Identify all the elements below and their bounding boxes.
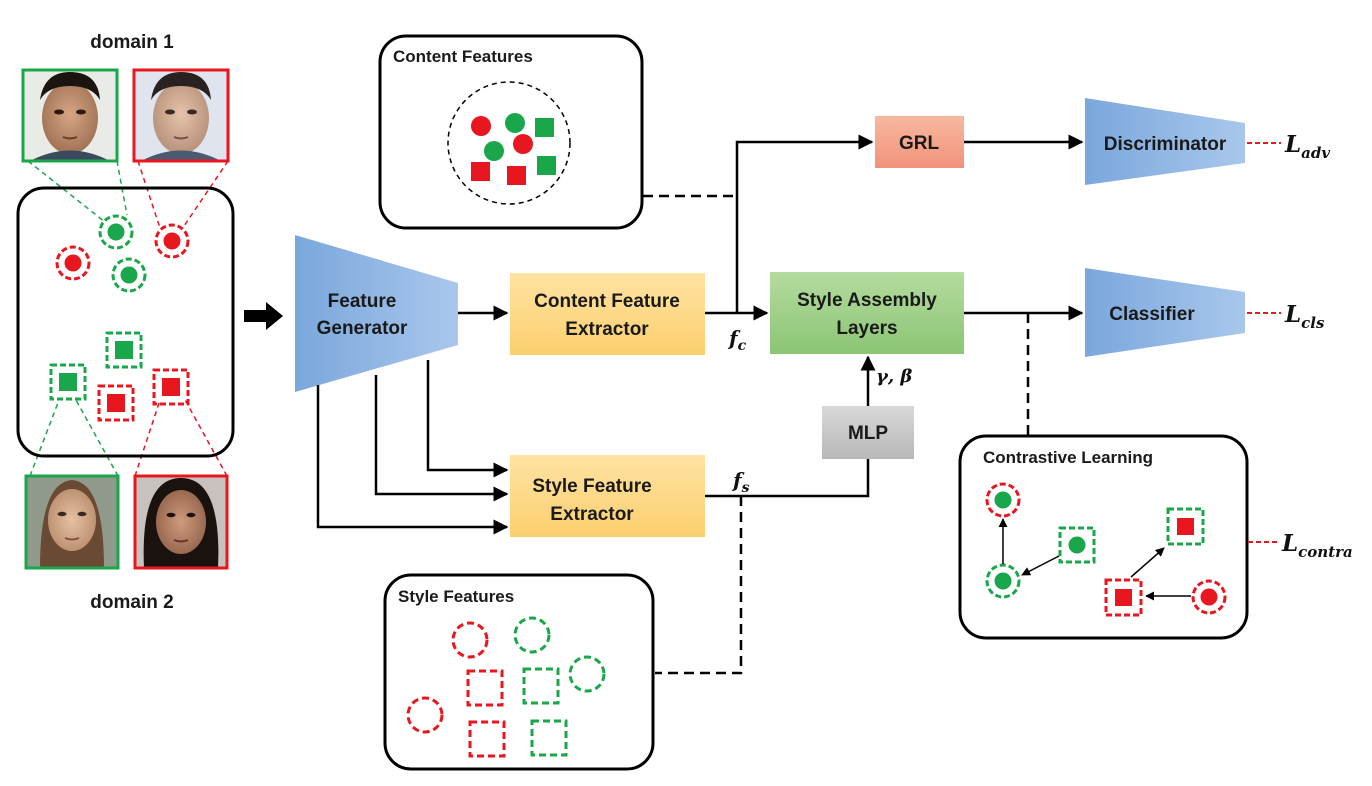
content-features-title: Content Features: [393, 47, 533, 66]
square-marker-icon: [471, 118, 556, 185]
loss-cls: Lcls: [1284, 301, 1325, 332]
style-extractor-label-1: Style Feature: [532, 476, 651, 497]
style-features-panel: Style Features: [383, 573, 655, 771]
f-c-symbol: fc: [727, 326, 747, 354]
domain1-label: domain 1: [90, 32, 174, 53]
circle-marker-icon: [55, 214, 190, 293]
style-assembly-label-1: Style Assembly: [797, 290, 937, 311]
discriminator-label: Discriminator: [1104, 134, 1227, 155]
style-extractor-label-2: Extractor: [550, 504, 634, 525]
loss-contra: Lcontra: [1281, 530, 1353, 561]
arrow-icon: [735, 134, 874, 313]
circle-marker-icon: [406, 616, 606, 734]
circle-marker-icon: [471, 113, 533, 161]
contrastive-learning-title: Contrastive Learning: [983, 448, 1153, 467]
mlp-block: MLP: [822, 406, 914, 459]
content-features-panel: Content Features: [378, 34, 644, 230]
grl-label: GRL: [899, 133, 940, 154]
face-photo-icon: [24, 474, 120, 570]
domain-samples-panel: [16, 186, 235, 458]
square-marker-icon: [1058, 507, 1205, 617]
feature-generator-block: Feature Generator: [295, 235, 458, 392]
feature-generator-label-2: Generator: [317, 318, 408, 339]
content-feature-extractor-block: Content Feature Extractor: [510, 273, 705, 355]
square-marker-icon: [466, 667, 568, 758]
arrow-icon: [374, 375, 509, 502]
square-marker-icon: [49, 331, 190, 422]
classifier-block: Classifier: [1085, 268, 1245, 357]
classifier-label: Classifier: [1109, 304, 1195, 325]
domain2-label: domain 2: [90, 592, 173, 613]
circle-marker-icon: [985, 482, 1227, 615]
face-photo-icon: [21, 68, 119, 163]
face-photo-icon: [132, 68, 230, 163]
style-features-title: Style Features: [398, 587, 514, 606]
content-extractor-label-2: Extractor: [565, 319, 649, 340]
style-feature-extractor-block: Style Feature Extractor: [510, 455, 705, 537]
gamma-beta-symbol: γ, β: [876, 366, 912, 387]
feature-generator-label-1: Feature: [328, 291, 397, 312]
style-assembly-layers-block: Style Assembly Layers: [770, 272, 964, 354]
contrastive-learning-panel: Contrastive Learning: [958, 434, 1249, 640]
mlp-label: MLP: [848, 423, 888, 444]
grl-block: GRL: [875, 116, 964, 168]
discriminator-block: Discriminator: [1085, 98, 1245, 185]
content-extractor-label-1: Content Feature: [534, 291, 680, 312]
arrow-icon: [316, 385, 509, 535]
arrow-icon: [426, 360, 509, 478]
style-assembly-label-2: Layers: [836, 318, 897, 339]
arrow-icon: [244, 302, 283, 330]
loss-adv: Ladv: [1284, 131, 1330, 162]
f-s-symbol: fs: [731, 468, 750, 496]
face-photo-icon: [133, 474, 229, 570]
